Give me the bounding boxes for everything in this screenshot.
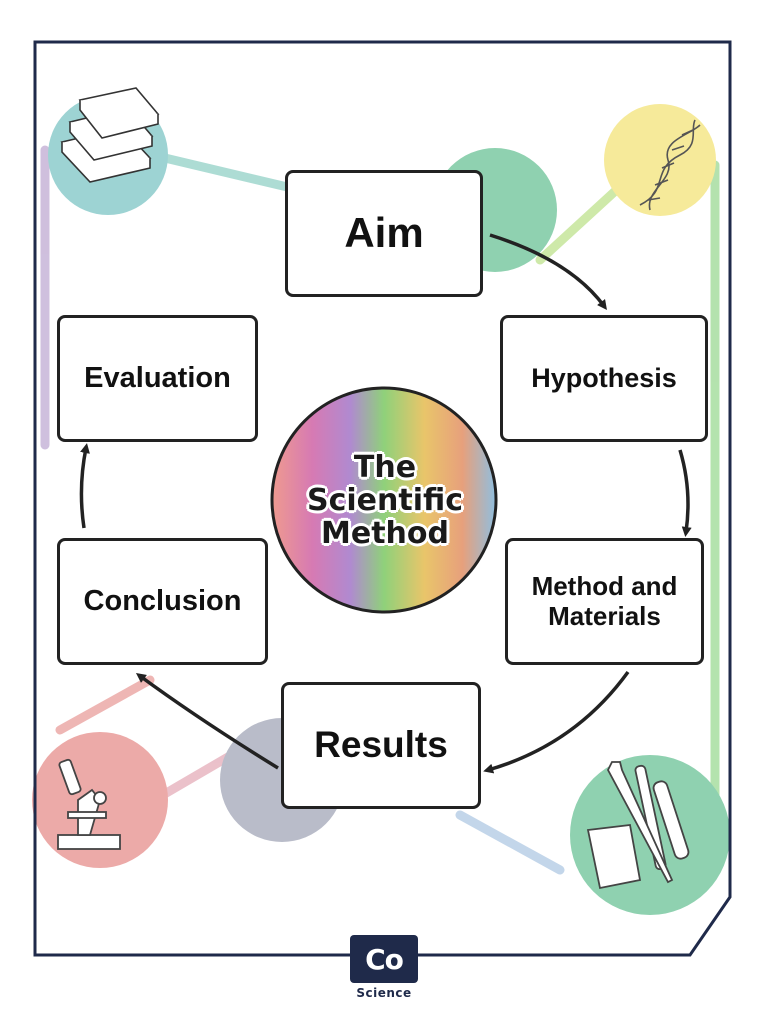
poster-border [33,40,732,957]
dna-icon [639,119,701,211]
books-icon [60,87,160,183]
lab-glassware-icon [586,761,690,890]
ribbon-blue [455,810,565,875]
arrow-conclusion-to-evaluation [79,443,90,529]
cycle-arrows [79,233,692,774]
step-hypothesis: Hypothesis [500,315,708,442]
arrow-aim-to-hypothesis [489,233,607,311]
step-conclusion: Conclusion [57,538,268,665]
step-results: Results [281,682,481,809]
arrow-results-to-conclusion [135,673,279,770]
arrow-method-to-results [483,670,630,774]
center-title: The Scientific Method [306,449,464,551]
logo-caption: Science [356,986,412,1000]
logo-mark: Co [365,942,404,976]
center-circle [270,386,498,614]
dna-circle [604,104,716,216]
step-method-and-materials: Method and Materials [505,538,704,665]
brand-logo: Co [350,935,418,983]
step-evaluation: Evaluation [57,315,258,442]
microscope-icon [57,758,121,850]
ribbon-pink [55,675,155,735]
step-aim: Aim [285,170,483,297]
arrow-hypothesis-to-method [678,449,692,537]
